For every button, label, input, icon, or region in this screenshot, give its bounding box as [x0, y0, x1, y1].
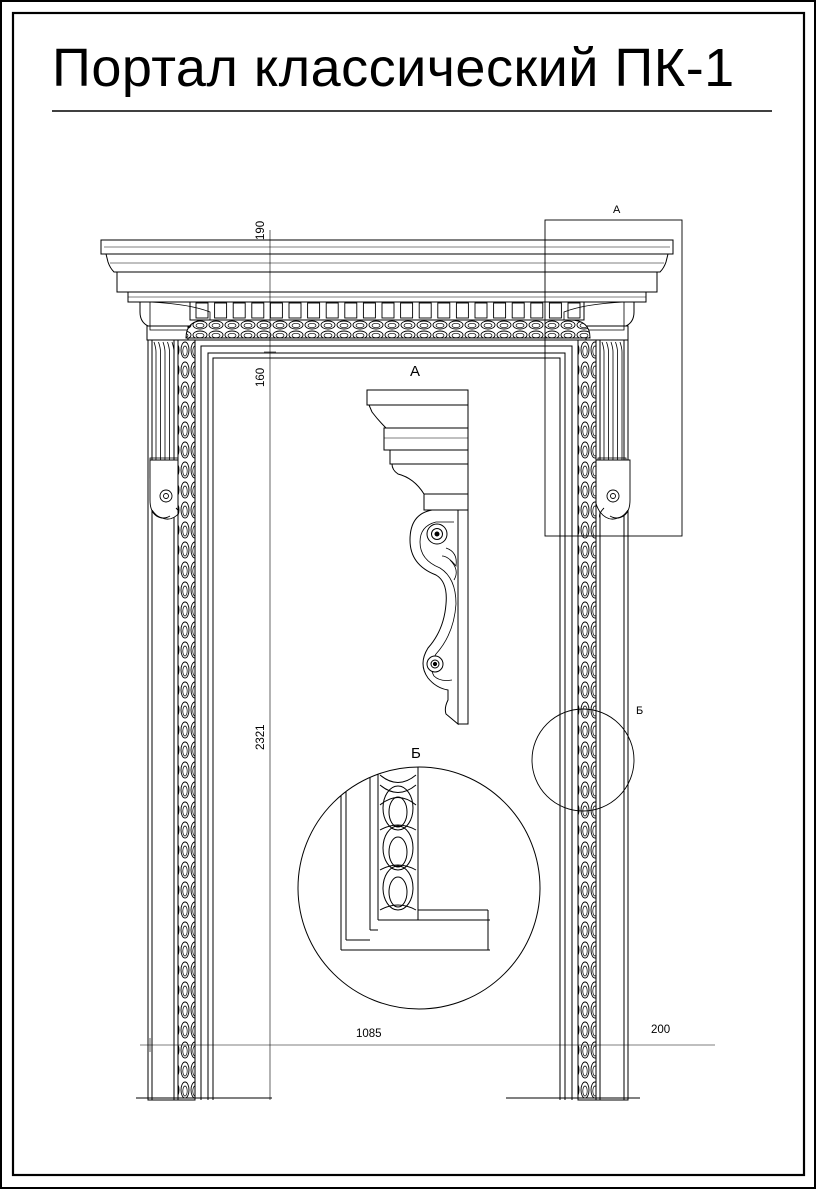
callout-circle-b: [531, 708, 635, 812]
detail-a-title: А: [410, 363, 420, 380]
architrave-inner: [194, 339, 579, 1100]
dim-cornice-height: 190: [255, 221, 267, 240]
dentil: [474, 302, 488, 319]
right-pilaster: [595, 339, 629, 1101]
detail-a-console: [366, 389, 469, 726]
dim-opening-height: 2321: [255, 724, 267, 750]
egg-dart-top: [185, 319, 591, 339]
dentil: [418, 302, 432, 319]
dentil: [325, 302, 339, 319]
callout-b-label: Б: [636, 705, 643, 717]
dentil-row: [195, 302, 581, 319]
dentil: [381, 302, 395, 319]
callout-frame-a: [544, 219, 683, 537]
dentil: [307, 302, 321, 319]
dentil: [437, 302, 451, 319]
dimension-lines: [140, 230, 715, 1100]
dentil: [195, 302, 209, 319]
dentil: [288, 302, 302, 319]
dentil: [567, 302, 581, 319]
dentil: [530, 302, 544, 319]
dentil: [548, 302, 562, 319]
callout-a-label: А: [613, 204, 621, 216]
dentil: [400, 302, 414, 319]
detail-b-title: Б: [411, 745, 421, 762]
dentil: [344, 302, 358, 319]
dentil: [251, 302, 265, 319]
dim-pilaster-width: 200: [651, 1024, 670, 1036]
dentil: [511, 302, 525, 319]
dim-frieze-height: 160: [255, 368, 267, 387]
right-egg-dart-band: [577, 339, 597, 1101]
left-egg-dart-band: [177, 339, 196, 1101]
dentil: [362, 302, 376, 319]
detail-b-enlargement: [297, 766, 541, 1010]
dentil: [269, 302, 283, 319]
dim-opening-width: 1085: [356, 1028, 382, 1040]
dentil: [493, 302, 507, 319]
dentil: [214, 302, 228, 319]
drawing-title: Портал классический ПК-1: [52, 38, 735, 98]
dentil: [455, 302, 469, 319]
left-pilaster: [147, 339, 179, 1101]
right-console: [594, 459, 631, 520]
dentil: [232, 302, 246, 319]
